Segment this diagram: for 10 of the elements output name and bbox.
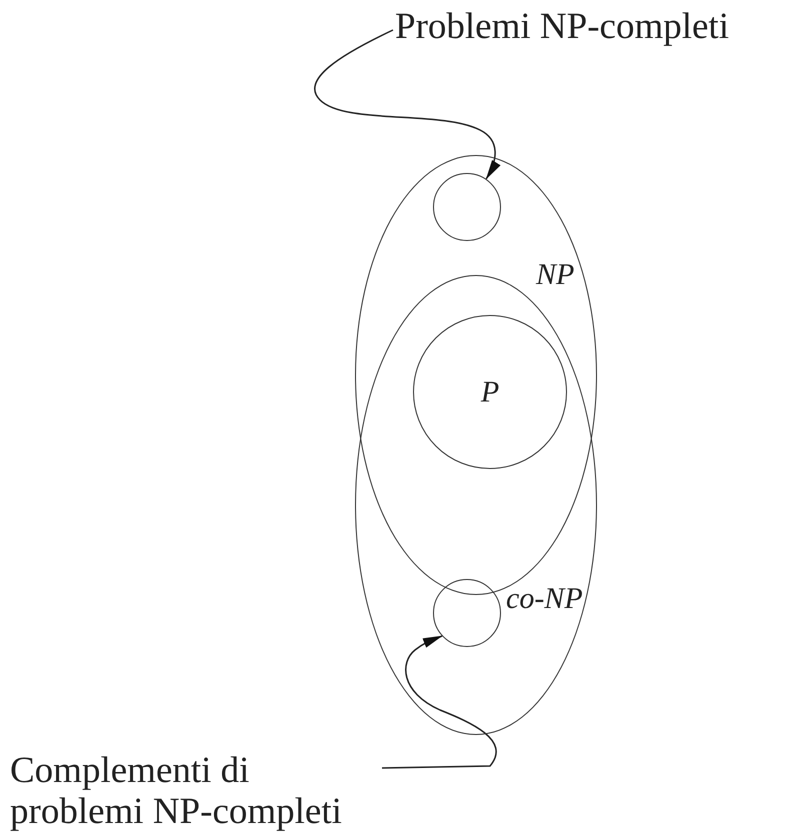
class-label: P	[480, 374, 500, 410]
class-circle	[413, 315, 567, 469]
annotation-text: Complementi di problemi NP-completi	[10, 750, 343, 833]
curved-arrow	[314, 29, 500, 180]
annotation-text: Problemi NP-completi	[395, 6, 730, 48]
curved-arrow	[382, 635, 497, 769]
class-circle	[433, 173, 501, 241]
class-label: co-NP	[506, 581, 583, 617]
class-label: NP	[536, 257, 574, 293]
class-circle	[433, 579, 501, 647]
